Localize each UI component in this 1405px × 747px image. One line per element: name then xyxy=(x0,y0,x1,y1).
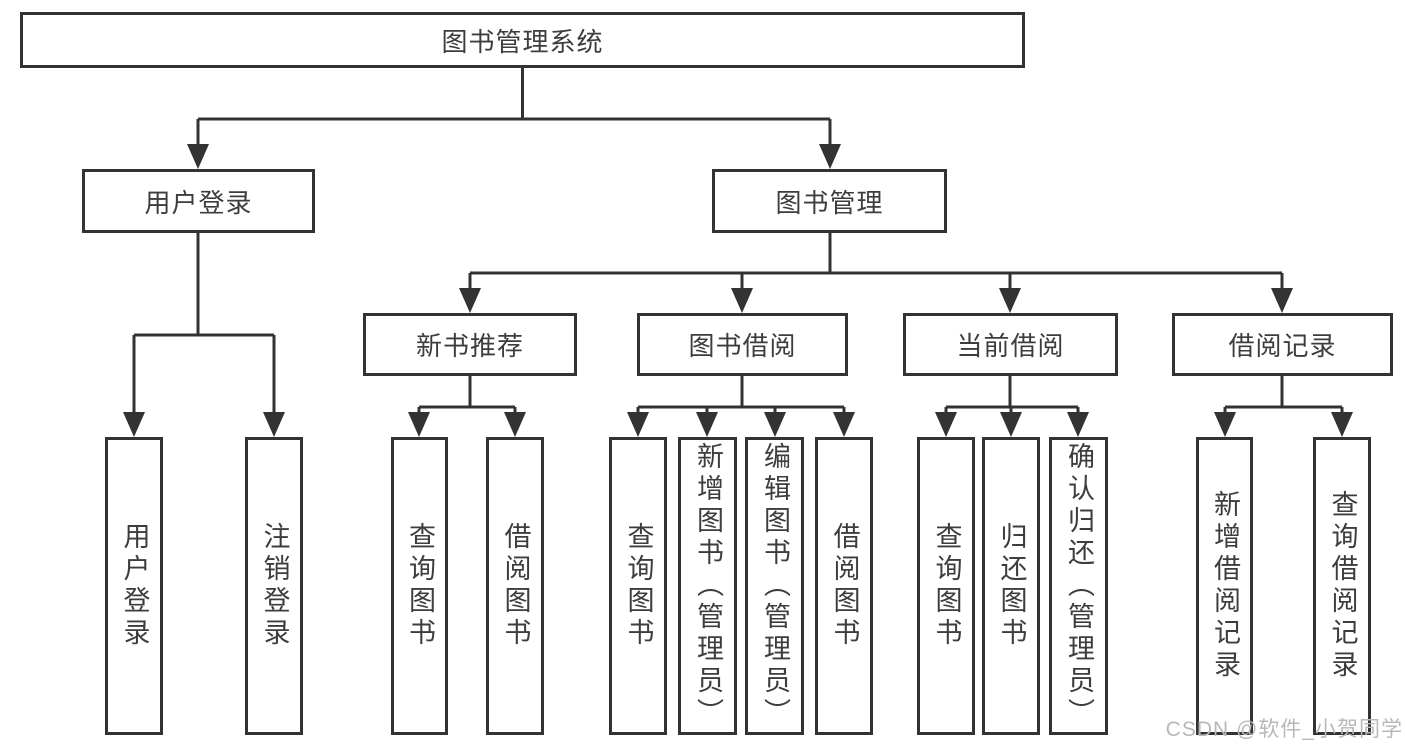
node-label: 当前借阅 xyxy=(956,331,1065,361)
node-label: 图书管理系统 xyxy=(441,26,604,57)
node-new-book-recommend: 新书推荐 xyxy=(363,313,577,376)
node-label: 编辑图书（管理员） xyxy=(760,442,790,730)
node-leaf-query-books-current: 查询图书 xyxy=(917,437,975,735)
node-leaf-query-books-recommend: 查询图书 xyxy=(391,437,448,735)
node-borrow-records: 借阅记录 xyxy=(1172,313,1393,376)
node-current-borrowing: 当前借阅 xyxy=(903,313,1118,376)
node-book-management-branch: 图书管理 xyxy=(712,169,947,233)
node-leaf-query-borrow-record: 查询借阅记录 xyxy=(1313,437,1371,735)
node-leaf-edit-books-admin: 编辑图书（管理员） xyxy=(745,437,804,735)
node-label: 新增借阅记录 xyxy=(1210,490,1240,682)
node-label: 新书推荐 xyxy=(415,331,524,361)
node-leaf-borrow-books: 借阅图书 xyxy=(815,437,873,735)
node-label: 注销登录 xyxy=(259,522,290,650)
node-label: 查询图书 xyxy=(931,522,962,650)
node-label: 查询图书 xyxy=(623,522,654,650)
node-label: 用户登录 xyxy=(119,522,150,650)
node-label: 借阅记录 xyxy=(1228,331,1337,361)
node-label: 用户登录 xyxy=(144,187,253,218)
node-label: 借阅图书 xyxy=(829,522,860,650)
arrowheads xyxy=(123,144,1353,437)
node-label: 查询借阅记录 xyxy=(1327,490,1358,682)
node-leaf-add-borrow-record: 新增借阅记录 xyxy=(1196,437,1253,735)
node-label: 确认归还（管理员） xyxy=(1064,442,1094,730)
node-label: 查询图书 xyxy=(405,522,435,650)
node-leaf-logout: 注销登录 xyxy=(245,437,303,735)
node-book-borrowing: 图书借阅 xyxy=(637,313,848,376)
node-label: 图书借阅 xyxy=(688,331,797,361)
connector-lines xyxy=(132,68,1344,418)
node-leaf-query-books-borrow: 查询图书 xyxy=(609,437,667,735)
node-leaf-return-books: 归还图书 xyxy=(982,437,1040,735)
node-label: 新增图书（管理员） xyxy=(693,442,723,730)
node-label: 归还图书 xyxy=(996,522,1027,650)
node-leaf-borrow-books-recommend: 借阅图书 xyxy=(486,437,544,735)
node-leaf-add-books-admin: 新增图书（管理员） xyxy=(678,437,737,735)
csdn-watermark: CSDN @软件_小贺同学 xyxy=(1165,718,1403,741)
node-library-management-system: 图书管理系统 xyxy=(20,12,1025,68)
node-label: 借阅图书 xyxy=(500,522,531,650)
node-user-login-branch: 用户登录 xyxy=(82,169,315,233)
node-label: 图书管理 xyxy=(775,187,884,218)
node-leaf-user-login: 用户登录 xyxy=(105,437,163,735)
node-leaf-confirm-return-admin: 确认归还（管理员） xyxy=(1049,437,1108,735)
